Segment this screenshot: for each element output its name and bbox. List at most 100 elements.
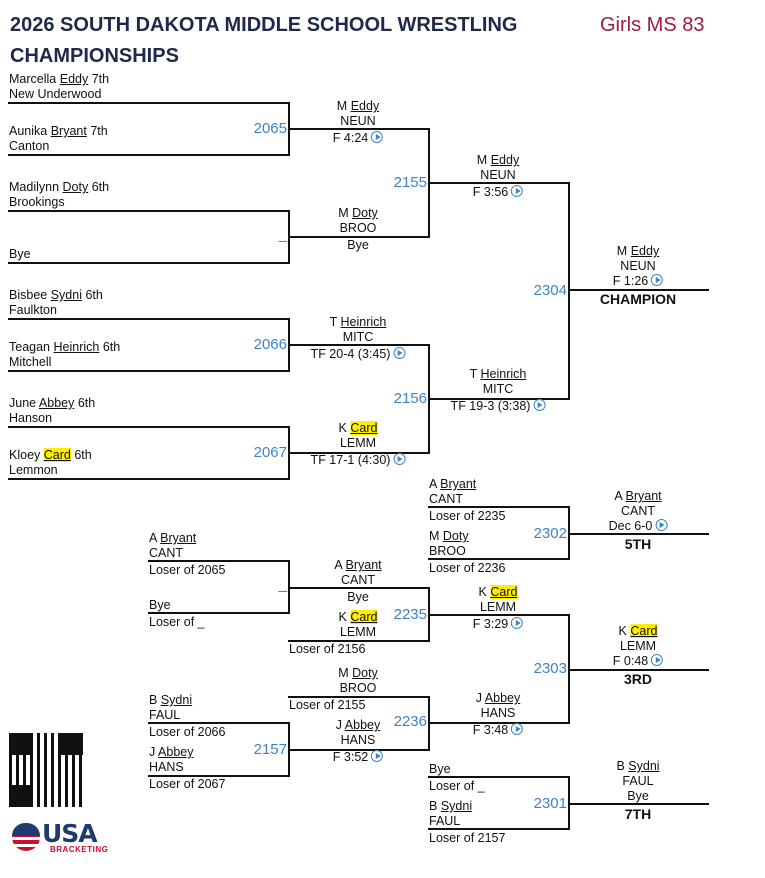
- line-c5-top: [148, 722, 290, 724]
- cons-wrestler[interactable]: K Card: [338, 610, 378, 624]
- r1-wrestler[interactable]: Kloey Card 6th: [9, 448, 92, 462]
- winner-name[interactable]: K Card: [478, 585, 518, 599]
- winner-name[interactable]: A Bryant: [334, 558, 382, 572]
- place-label: 3RD: [623, 671, 653, 687]
- qr-code[interactable]: [9, 733, 83, 807]
- line-r2-4: [288, 452, 430, 454]
- winner-team: LEMM: [479, 600, 517, 614]
- match-result[interactable]: F 3:56: [473, 185, 524, 200]
- bout-number[interactable]: 2066: [253, 336, 287, 353]
- bout-number[interactable]: 2303: [533, 660, 567, 677]
- match-result[interactable]: F 3:52: [333, 750, 384, 765]
- champion-team: NEUN: [620, 259, 656, 273]
- r1-team: Lemmon: [9, 463, 58, 477]
- winner-name[interactable]: T Heinrich: [329, 315, 387, 329]
- place-winner-team: FAUL: [622, 774, 654, 788]
- line-5th-bot: [428, 558, 570, 560]
- line-7th-bot: [428, 828, 570, 830]
- line-r1-3: [8, 210, 290, 212]
- line-r1-8: [8, 478, 290, 480]
- play-icon[interactable]: [393, 347, 406, 359]
- play-icon[interactable]: [371, 750, 384, 762]
- winner-name[interactable]: J Abbey: [475, 691, 521, 705]
- r1-team: Mitchell: [9, 355, 52, 369]
- cons-wrestler[interactable]: M Doty: [429, 529, 469, 543]
- flag-emblem-icon: [12, 823, 40, 851]
- line-c2-top: [288, 587, 430, 589]
- cons-bye: Bye: [149, 598, 171, 612]
- line-c4-top: [288, 696, 430, 698]
- bout-number[interactable]: _: [278, 576, 287, 593]
- cons-team: LEMM: [339, 625, 377, 639]
- champion-name[interactable]: M Eddy: [616, 244, 660, 258]
- winner-name[interactable]: M Doty: [338, 206, 378, 220]
- cons-wrestler[interactable]: J Abbey: [149, 745, 194, 759]
- bout-number[interactable]: 2301: [533, 795, 567, 812]
- match-result[interactable]: Dec 6-0: [609, 519, 668, 534]
- match-result[interactable]: TF 20-4 (3:45): [311, 347, 406, 362]
- cons-wrestler[interactable]: A Bryant: [429, 477, 477, 491]
- play-icon[interactable]: [371, 131, 384, 143]
- play-icon[interactable]: [655, 519, 668, 531]
- line-3rd-winner: [568, 669, 709, 671]
- r1-team: New Underwood: [9, 87, 102, 101]
- winner-name[interactable]: J Abbey: [335, 718, 381, 732]
- play-icon[interactable]: [651, 274, 664, 286]
- play-icon[interactable]: [511, 723, 524, 735]
- match-result[interactable]: TF 19-3 (3:38): [451, 399, 546, 414]
- usa-bracketing-logo[interactable]: USA BRACKETING: [12, 819, 108, 854]
- match-result[interactable]: F 3:29: [473, 617, 524, 632]
- winner-name[interactable]: T Heinrich: [469, 367, 527, 381]
- r1-wrestler[interactable]: Teagan Heinrich 6th: [9, 340, 121, 354]
- bout-number[interactable]: 2302: [533, 525, 567, 542]
- cons-wrestler[interactable]: B Sydni: [149, 693, 193, 707]
- place-label: CHAMPION: [599, 291, 677, 307]
- cons-bye: Bye: [429, 762, 451, 776]
- play-icon[interactable]: [511, 617, 524, 629]
- r1-wrestler[interactable]: Madilynn Doty 6th: [9, 180, 110, 194]
- winner-name[interactable]: M Eddy: [336, 99, 380, 113]
- cons-wrestler[interactable]: A Bryant: [149, 531, 197, 545]
- bout-number[interactable]: _: [278, 226, 287, 243]
- division-label: Girls MS 83: [600, 14, 705, 36]
- line-c3-top: [428, 614, 570, 616]
- r1-wrestler[interactable]: Bisbee Sydni 6th: [9, 288, 103, 302]
- r1-wrestler[interactable]: Aunika Bryant 7th: [9, 124, 108, 138]
- cons-team: CANT: [429, 492, 464, 506]
- place-winner-name[interactable]: A Bryant: [614, 489, 662, 503]
- cons-wrestler[interactable]: M Doty: [338, 666, 378, 680]
- r1-wrestler[interactable]: Marcella Eddy 7th: [9, 72, 110, 86]
- match-result: Bye: [347, 590, 369, 604]
- vline-2304: [568, 182, 570, 400]
- loser-source: Loser of 2066: [149, 725, 226, 739]
- winner-team: LEMM: [339, 436, 377, 450]
- line-c5-bot: [148, 775, 290, 777]
- bout-number[interactable]: 2157: [253, 741, 287, 758]
- loser-source: Loser of 2157: [429, 831, 506, 845]
- bout-number[interactable]: 2156: [393, 390, 427, 407]
- match-result[interactable]: F 1:26: [613, 274, 664, 289]
- play-icon[interactable]: [511, 185, 524, 197]
- match-result[interactable]: TF 17-1 (4:30): [311, 453, 406, 468]
- r1-wrestler[interactable]: June Abbey 6th: [9, 396, 96, 410]
- bout-number[interactable]: 2235: [393, 606, 427, 623]
- match-result[interactable]: F 4:24: [333, 131, 384, 146]
- bout-number[interactable]: 2304: [533, 282, 567, 299]
- bout-number[interactable]: 2067: [253, 444, 287, 461]
- play-icon[interactable]: [393, 453, 406, 465]
- winner-team: MITC: [482, 382, 514, 396]
- bout-number[interactable]: 2236: [393, 713, 427, 730]
- place-winner-name[interactable]: B Sydni: [616, 759, 660, 773]
- bout-number[interactable]: 2155: [393, 174, 427, 191]
- match-result[interactable]: F 0:48: [613, 654, 664, 669]
- winner-name[interactable]: M Eddy: [476, 153, 520, 167]
- place-winner-name[interactable]: K Card: [618, 624, 658, 638]
- r1-team: Brookings: [9, 195, 65, 209]
- bout-number[interactable]: 2065: [253, 120, 287, 137]
- r1-bye: Bye: [9, 247, 31, 261]
- winner-name[interactable]: K Card: [338, 421, 378, 435]
- play-icon[interactable]: [651, 654, 664, 666]
- play-icon[interactable]: [533, 399, 546, 411]
- match-result[interactable]: F 3:48: [473, 723, 524, 738]
- cons-wrestler[interactable]: B Sydni: [429, 799, 473, 813]
